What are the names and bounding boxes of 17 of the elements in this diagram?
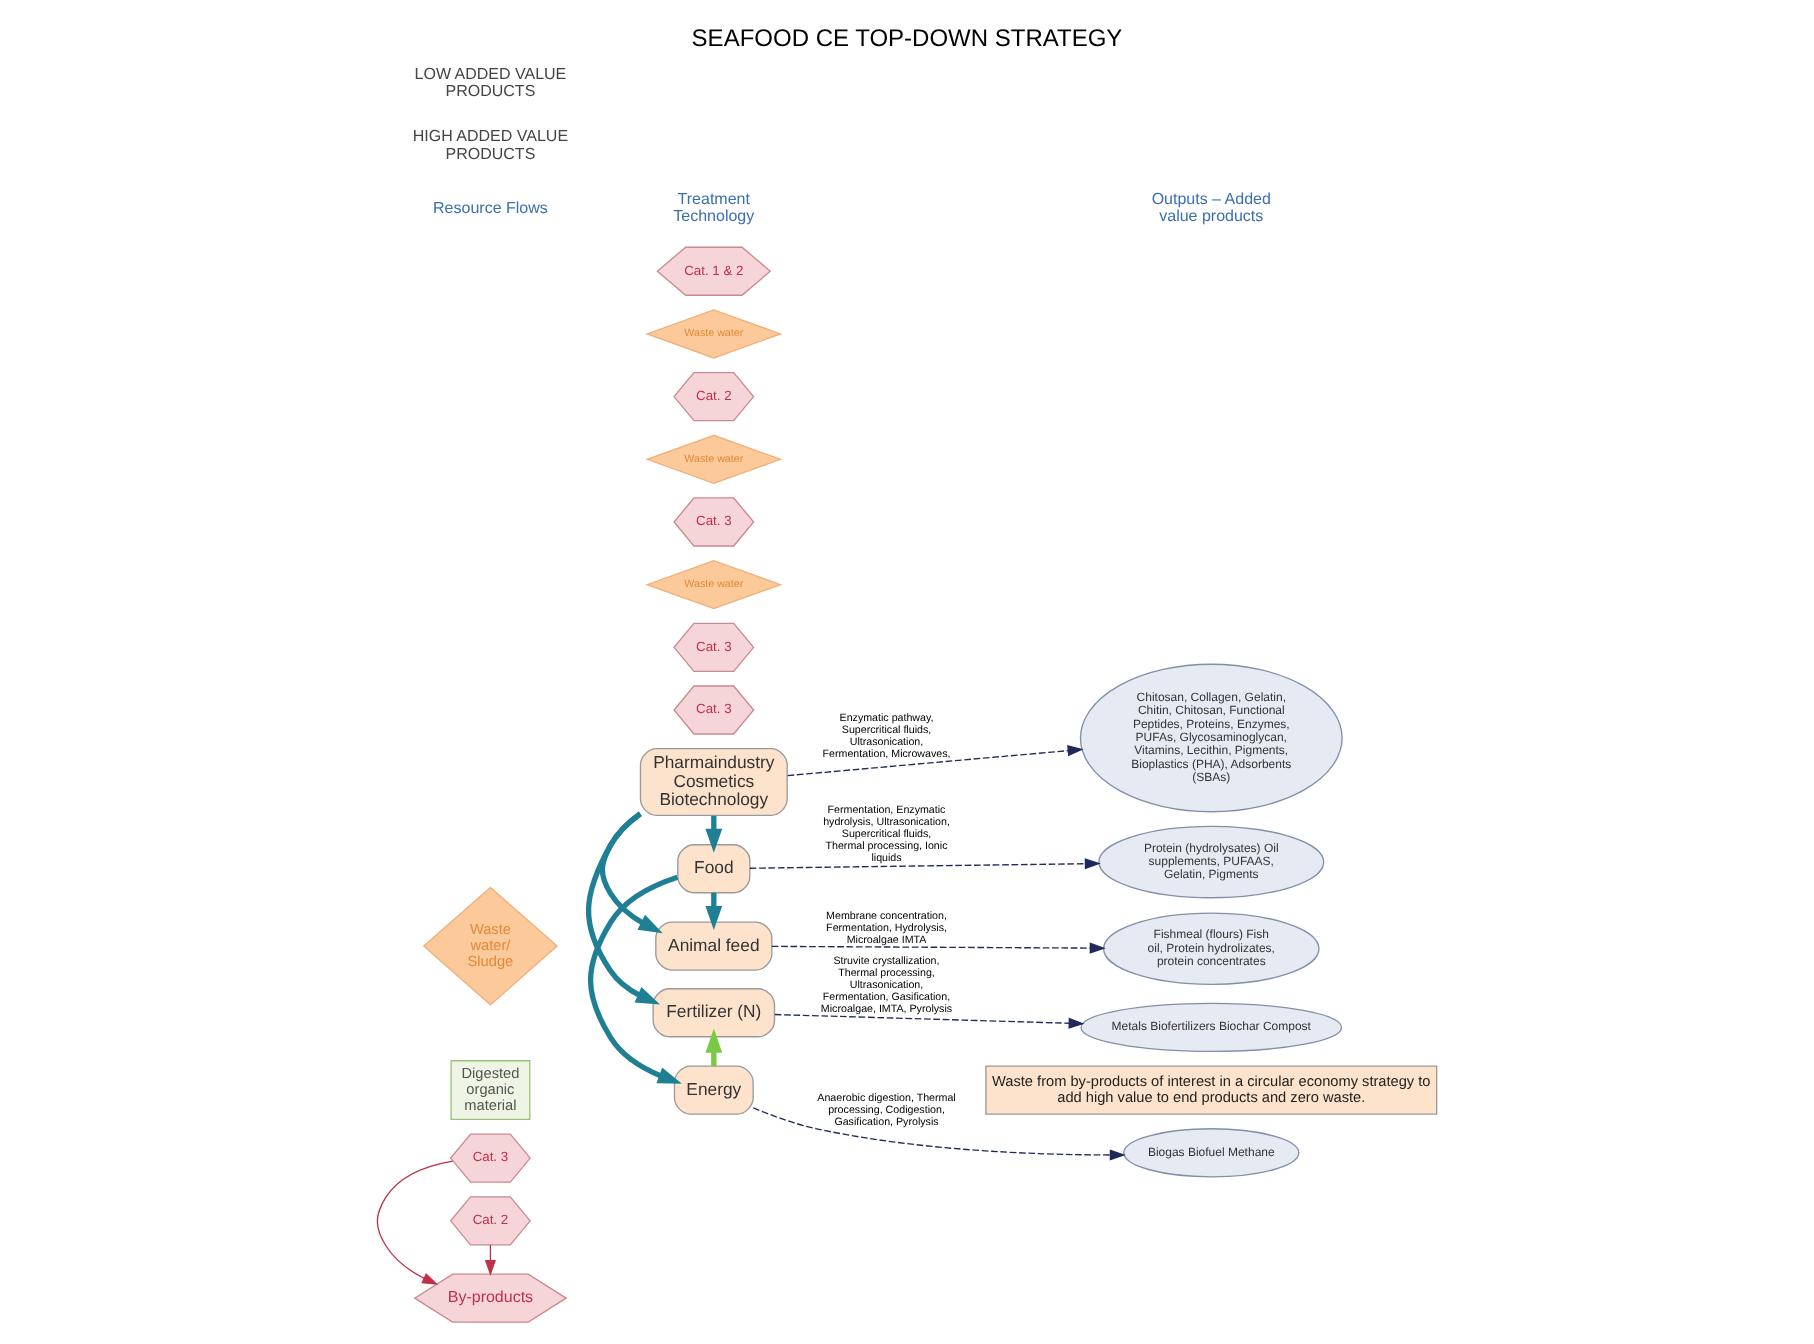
node-box: Animal feed xyxy=(655,921,773,971)
node-box: Energy xyxy=(673,1065,754,1115)
node-box: Fertilizer (N) xyxy=(652,988,776,1038)
arrow xyxy=(771,942,1106,954)
node-diamond: Waste water/ Sludge xyxy=(422,886,559,1006)
arrow xyxy=(774,1013,1085,1029)
node-box: Food xyxy=(677,844,751,894)
arrow xyxy=(749,858,1101,870)
arrow xyxy=(376,1160,454,1285)
diagram-title: SEAFOOD CE TOP-DOWN STRATEGY xyxy=(691,24,1123,53)
node-box: Pharmaindustry Cosmetics Biotechnology xyxy=(639,748,788,817)
node-box: Digested organic material xyxy=(450,1060,531,1121)
arrow xyxy=(786,745,1084,777)
arrow xyxy=(752,1107,1126,1161)
arrow xyxy=(586,811,660,1005)
arrow xyxy=(588,874,682,1084)
node-box: Waste from by-products of interest in a circular economy strategy to add high value to end products and zero waste. xyxy=(985,1065,1438,1115)
